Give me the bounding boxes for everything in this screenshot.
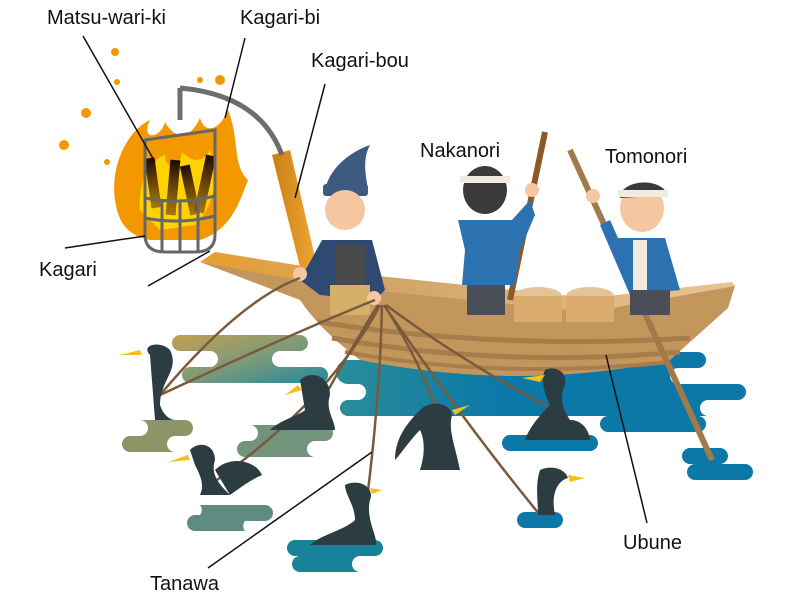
label-nakanori: Nakanori: [420, 140, 501, 162]
label-matsu-wari-ki: Matsu-wari-ki: [47, 7, 166, 29]
label-tomonori: Tomonori: [605, 146, 688, 168]
baskets: [514, 287, 614, 322]
label-tanawa: Tanawa: [150, 573, 219, 595]
kagari-bi-fire: [59, 48, 249, 240]
cormorants: [120, 344, 590, 545]
kagari-bou-pole: [272, 150, 318, 275]
tomonori-figure: [567, 148, 715, 462]
kagari-bou-wire: [177, 85, 285, 156]
kagari-basket: [143, 128, 217, 254]
label-kagari: Kagari: [39, 259, 97, 281]
leader-lines: [64, 35, 648, 569]
label-ubune: Ubune: [623, 532, 682, 554]
label-kagari-bi: Kagari-bi: [240, 7, 321, 29]
label-kagari-bou: Kagari-bou: [311, 50, 409, 72]
nakanori-figure: [458, 131, 548, 315]
